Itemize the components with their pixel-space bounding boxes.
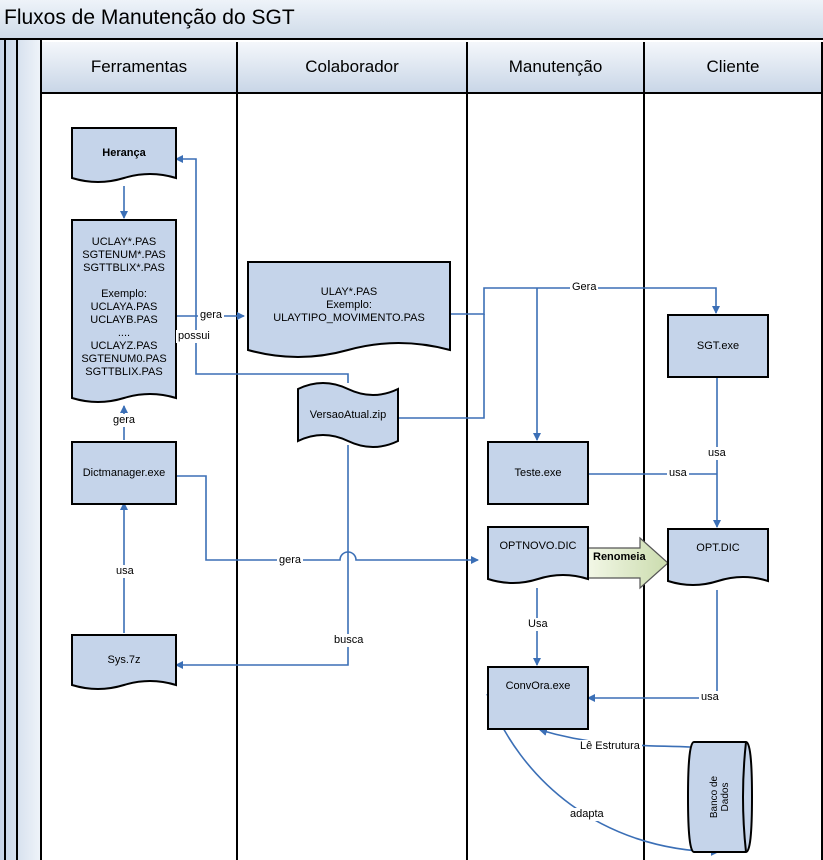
- renomeia-arrow: [587, 536, 669, 590]
- label-usa-sys: usa: [114, 565, 136, 578]
- teste-process: Teste.exe: [487, 441, 589, 505]
- title-bar: Fluxos de Manutenção do SGT: [0, 0, 823, 40]
- label-renomeia: Renomeia: [593, 551, 646, 563]
- lane-divider: [466, 94, 468, 860]
- sys7z-document: Sys.7z: [71, 634, 177, 695]
- arrow-opt-conv: [587, 590, 718, 702]
- lane-header-manutencao: Manutenção: [468, 42, 645, 94]
- convora-process: ConvOra.exe: [487, 666, 589, 730]
- label-gera-dict: gera: [111, 414, 138, 427]
- lane-divider: [236, 94, 238, 860]
- uclay-label: UCLAY*.PAS SGTENUM*.PAS SGTTBLIX*.PAS Ex…: [81, 235, 167, 378]
- label-le-estrutura: Lê Estrutura: [578, 740, 642, 753]
- versao-atual-tape: VersaoAtual.zip: [297, 382, 399, 448]
- optnovo-document: OPTNOVO.DIC: [487, 526, 589, 589]
- convora-label: ConvOra.exe: [505, 679, 571, 692]
- label-adapta: adapta: [568, 808, 606, 821]
- dictmanager-process: Dictmanager.exe: [71, 441, 177, 505]
- arrow-versao-sys: [175, 445, 349, 669]
- label-usa-conv: Usa: [526, 618, 550, 631]
- label-usa-sgt: usa: [706, 447, 728, 460]
- uclay-document: UCLAY*.PAS SGTENUM*.PAS SGTTBLIX*.PAS Ex…: [71, 219, 177, 410]
- opt-label: OPT.DIC: [696, 541, 740, 554]
- lane-header-colaborador: Colaborador: [238, 42, 468, 94]
- label-possui: possui: [176, 330, 212, 343]
- optnovo-label: OPTNOVO.DIC: [499, 539, 577, 552]
- heranca-label: Herança: [102, 146, 146, 159]
- ulay-label: ULAY*.PAS Exemplo: ULAYTIPO_MOVIMENTO.PA…: [273, 285, 425, 324]
- versao-atual-label: VersaoAtual.zip: [309, 408, 387, 421]
- dictmanager-label: Dictmanager.exe: [82, 466, 166, 479]
- teste-label: Teste.exe: [514, 466, 562, 479]
- banco-de-dados-cylinder: Banco de Dados: [686, 741, 754, 853]
- lane-header-ferramentas: Ferramentas: [42, 42, 238, 94]
- opt-document: OPT.DIC: [667, 528, 769, 591]
- arrow-gera-sgt: [448, 287, 720, 315]
- label-gera-optnovo: gera: [277, 554, 304, 567]
- banco-label: Banco de Dados: [709, 775, 731, 819]
- sys7z-label: Sys.7z: [107, 653, 141, 666]
- label-busca: busca: [332, 634, 366, 647]
- ulay-document: ULAY*.PAS Exemplo: ULAYTIPO_MOVIMENTO.PA…: [247, 261, 451, 366]
- diagram-title: Fluxos de Manutenção do SGT: [4, 6, 295, 29]
- sgt-label: SGT.exe: [696, 339, 740, 352]
- lane-divider: [643, 94, 645, 860]
- label-gera-top: Gera: [570, 281, 599, 294]
- label-gera-ulay: gera: [198, 309, 225, 322]
- lane-header-cliente: Cliente: [645, 42, 823, 94]
- label-usa-teste: usa: [667, 467, 689, 480]
- left-band-strip: [4, 40, 18, 860]
- sgt-process: SGT.exe: [667, 314, 769, 378]
- label-usa-opt: usa: [699, 691, 721, 704]
- lane-divider: [821, 94, 823, 860]
- heranca-document: Herança: [71, 127, 177, 188]
- arrow-dict-optnovo: [175, 475, 479, 564]
- left-band: [0, 40, 42, 860]
- arrow-versao-heranca: [175, 155, 349, 383]
